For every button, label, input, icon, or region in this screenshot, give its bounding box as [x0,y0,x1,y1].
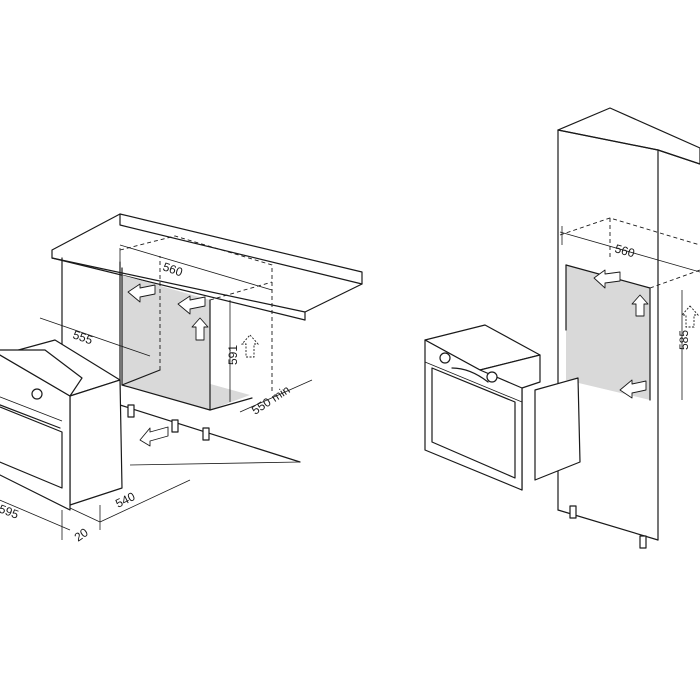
dimension-column-height-label: 585 [677,330,691,350]
airflow-arrow-icon [680,305,700,328]
airflow-arrow-icon [240,334,260,358]
dimension-labels-right: 560 585 [613,241,691,350]
airflow-arrow-icon [593,269,621,289]
worktop [51,213,363,321]
airflow-arrows-left [127,283,260,447]
dimension-lines-left [0,244,313,540]
dimension-oven-depth-label: 540 [113,489,137,511]
airflow-arrows-right [593,269,700,399]
column-installation: 560 585 [424,107,700,549]
dimension-gap-label: 20 [72,525,91,544]
oven-left [0,339,123,511]
tall-column [557,107,700,549]
oven-knob-icon [486,371,498,383]
airflow-arrow-icon [619,379,647,399]
dimension-lines-right [559,226,700,400]
dimension-depth-label: 555 [71,328,95,348]
oven-knob-icon [439,352,451,364]
airflow-arrow-icon [191,317,209,341]
dimension-min-depth-label: 550 min [249,383,292,418]
cavity-floor [122,370,250,410]
airflow-arrow-icon [139,426,169,447]
dimension-column-width-label: 560 [613,241,636,260]
dimension-oven-width-label: 595 [0,502,21,522]
dimension-height-label: 591 [226,345,240,365]
airflow-arrow-icon [631,294,649,317]
airflow-arrow-icon [177,295,206,315]
dimension-width-label: 560 [161,260,185,280]
oven-right [424,324,581,491]
column-cavity-back [566,265,650,400]
under-counter-installation: 555 560 591 550 min 595 540 20 [0,213,363,544]
airflow-arrow-icon [127,283,156,303]
